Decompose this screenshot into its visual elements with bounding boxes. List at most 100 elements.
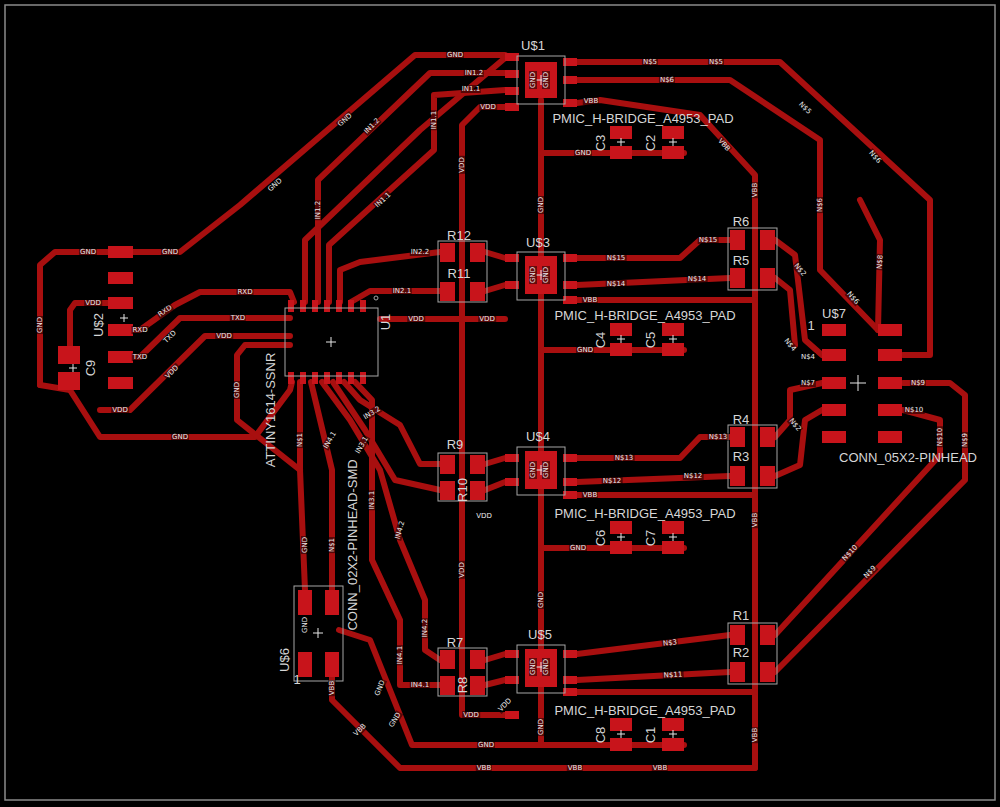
net-label: N$9: [961, 432, 969, 448]
net-label: N$15: [698, 236, 719, 244]
net-label: GND: [537, 591, 545, 609]
net-label: N$6: [845, 289, 862, 306]
net-label: GND: [301, 616, 309, 634]
net-label: IN1.1: [373, 190, 393, 210]
component-label: PMIC_H-BRIDGE_A4953_PAD: [554, 506, 735, 521]
component-label: R3: [733, 449, 750, 464]
net-label: GND: [336, 111, 355, 129]
net-label: N$4: [782, 336, 799, 354]
net-label: TXD: [132, 353, 148, 361]
copper-traces: [40, 55, 965, 768]
component-label: U$3: [526, 235, 550, 250]
net-label: N$12: [602, 477, 623, 485]
net-label: N$10: [936, 427, 944, 448]
component-label: C2: [643, 135, 658, 152]
component-label: U$4: [526, 429, 550, 444]
net-label: IN1.2: [362, 116, 382, 136]
origin-crosses: [69, 75, 866, 738]
net-label: N$8: [875, 254, 884, 271]
net-label: GND: [537, 196, 545, 214]
net-label: GND: [542, 266, 550, 284]
component-label: R9: [447, 437, 464, 452]
component-label: U$2: [91, 313, 106, 337]
net-label: N$13: [708, 433, 729, 441]
net-label: N$13: [614, 454, 635, 462]
component-label: C3: [593, 135, 608, 152]
net-label: N$10: [840, 543, 860, 564]
net-label: GND: [542, 461, 550, 479]
net-label: VDD: [458, 561, 466, 579]
component-label: C8: [593, 727, 608, 744]
component-label: ATTINY1614-SSNR: [263, 353, 278, 468]
net-label: N$5: [796, 99, 813, 116]
component-label: C6: [593, 530, 608, 547]
net-label: GND: [36, 316, 44, 334]
net-label: GND: [529, 266, 537, 284]
component-label: R7: [447, 635, 464, 650]
component-label: U1: [378, 314, 393, 331]
component-label: C4: [593, 332, 608, 349]
net-label: GND: [161, 248, 179, 256]
net-label: VDD: [496, 696, 514, 714]
net-label: VBB: [751, 727, 759, 743]
net-label: IN4.1: [410, 681, 430, 689]
board-frame: [5, 5, 995, 800]
net-label: N$6: [816, 197, 824, 213]
component-label: U$5: [528, 627, 552, 642]
component-label: R1: [733, 608, 750, 623]
net-label: VBB: [476, 764, 492, 772]
component-label: R4: [733, 412, 750, 427]
net-label: GND: [576, 346, 594, 354]
net-label: N$2: [787, 416, 804, 434]
net-label: N$14: [687, 275, 708, 283]
net-label: VBB: [583, 97, 599, 105]
net-label: VBB: [582, 296, 598, 304]
component-outlines: [285, 56, 777, 696]
net-label: N$9: [861, 563, 878, 580]
net-label: GND: [542, 658, 550, 676]
net-label: IN4.1: [321, 429, 338, 451]
net-label: GND: [477, 741, 495, 749]
net-label: N$9: [910, 379, 926, 387]
component-label: 1: [807, 318, 814, 333]
net-label: IN4.2: [393, 519, 406, 541]
net-label: GND: [266, 176, 285, 194]
component-label: CONN_05X2-PINHEAD: [839, 450, 977, 465]
net-label: IN3.2: [361, 404, 383, 422]
component-label: R12: [447, 228, 471, 243]
net-label: VBB: [716, 136, 733, 154]
net-label: N$7: [800, 379, 816, 387]
net-label: N$14: [606, 280, 627, 288]
net-label: VDD: [163, 363, 181, 381]
net-label: N$3: [661, 638, 678, 648]
net-label: IN1.2: [314, 200, 322, 220]
net-label: VDD: [84, 299, 102, 307]
component-label: C9: [83, 360, 98, 377]
net-label: N$5: [642, 58, 658, 66]
net-label: VBB: [751, 512, 759, 528]
component-label: PMIC_H-BRIDGE_A4953_PAD: [554, 703, 735, 718]
net-label: VBB: [328, 680, 336, 696]
component-label: R6: [733, 214, 750, 229]
component-label: R10: [455, 478, 470, 502]
net-label: TXD: [161, 328, 178, 345]
net-label: IN1.2: [464, 69, 484, 77]
net-label: RXD: [236, 288, 253, 296]
net-label: VDD: [479, 103, 497, 111]
copper-pads: [58, 53, 902, 751]
component-label: C5: [643, 332, 658, 349]
net-label: VDD: [478, 315, 496, 323]
component-label: 1: [293, 672, 300, 687]
net-label: VDD: [475, 512, 493, 520]
net-label: GND: [446, 51, 464, 59]
net-label: GND: [79, 248, 97, 256]
net-label: IN1.1: [461, 85, 481, 93]
net-label: GND: [171, 433, 189, 441]
net-label: GND: [537, 718, 545, 736]
net-label: VBB: [652, 764, 668, 772]
net-label: GND: [373, 678, 387, 698]
net-label: IN2.1: [392, 287, 412, 295]
component-label: PMIC_H-BRIDGE_A4953_PAD: [554, 308, 735, 323]
